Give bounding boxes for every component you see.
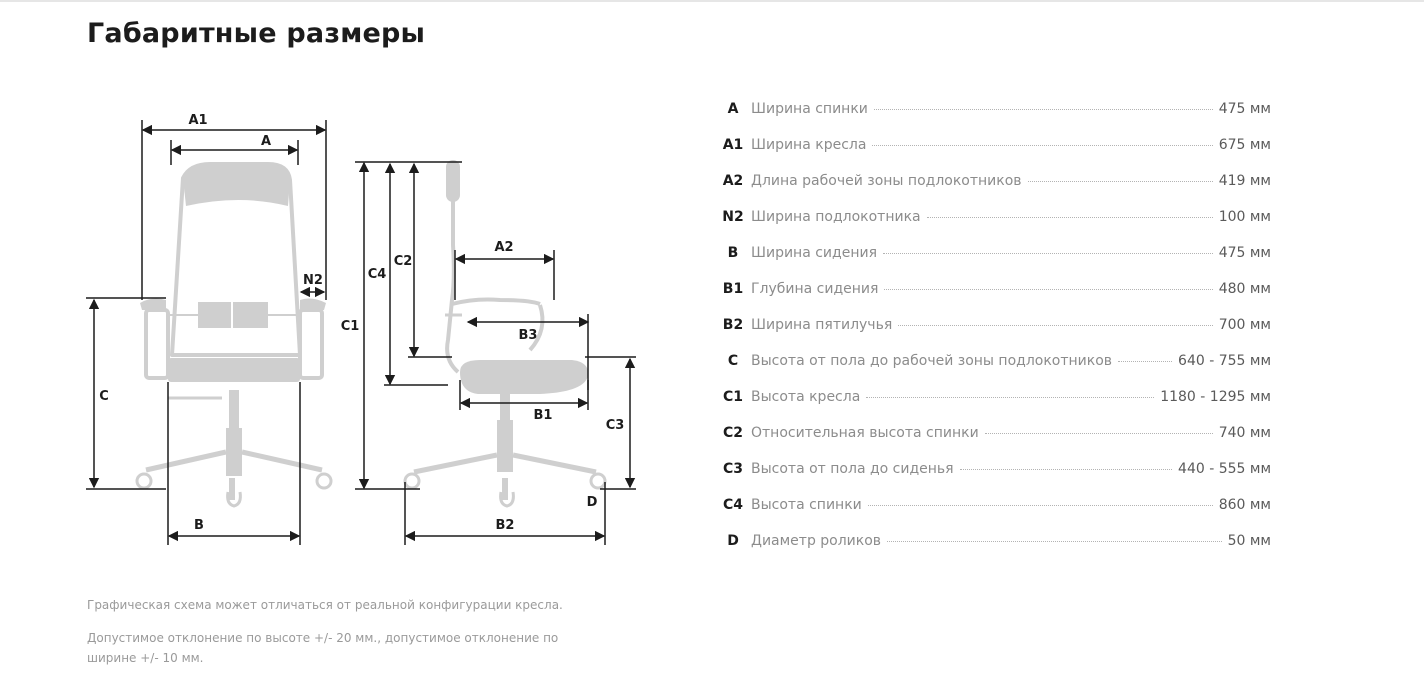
- spec-row-b1: B1 Глубина сидения 480 мм: [715, 281, 1271, 317]
- spec-row-c4: C4 Высота спинки 860 мм: [715, 497, 1271, 533]
- spec-row-n2: N2 Ширина подлокотника 100 мм: [715, 209, 1271, 245]
- spec-row-c: C Высота от пола до рабочей зоны подлоко…: [715, 353, 1271, 389]
- disclaimer-note: Графическая схема может отличаться от ре…: [87, 598, 563, 612]
- spec-code: D: [727, 533, 739, 549]
- spec-label: Ширина спинки: [751, 101, 868, 117]
- spec-value: 475 мм: [1218, 245, 1271, 261]
- spec-code: B: [727, 245, 739, 261]
- spec-code: B1: [722, 281, 744, 297]
- spec-value: 50 мм: [1227, 533, 1271, 549]
- tolerance-note: Допустимое отклонение по высоте +/- 20 м…: [87, 631, 559, 665]
- spec-label: Высота от пола до сиденья: [751, 461, 954, 477]
- spec-label: Высота от пола до рабочей зоны подлокотн…: [751, 353, 1113, 369]
- spec-code: C: [727, 353, 739, 369]
- spec-code: B2: [722, 317, 744, 333]
- spec-label: Диаметр роликов: [751, 533, 882, 549]
- dotted-leader: [883, 253, 1213, 254]
- dotted-leader: [1118, 361, 1173, 362]
- spec-code: C2: [722, 425, 743, 441]
- label-a: A: [261, 134, 271, 149]
- dotted-leader: [873, 109, 1213, 110]
- label-n2: N2: [303, 273, 323, 288]
- spec-value: 1180 - 1295 мм: [1160, 389, 1271, 405]
- spec-row-d: D Диаметр роликов 50 мм: [715, 533, 1271, 569]
- spec-value: 675 мм: [1218, 137, 1271, 153]
- spec-code: A: [727, 101, 739, 117]
- front-view-chair: [135, 162, 333, 508]
- spec-value: 440 - 555 мм: [1178, 461, 1271, 477]
- spec-value: 700 мм: [1218, 317, 1271, 333]
- spec-row-c3: C3 Высота от пола до сиденья 440 - 555 м…: [715, 461, 1271, 497]
- spec-row-a: A Ширина спинки 475 мм: [715, 101, 1271, 137]
- spec-value: 740 мм: [1218, 425, 1271, 441]
- label-b2: B2: [496, 518, 515, 533]
- dotted-leader: [984, 433, 1213, 434]
- dotted-leader: [872, 145, 1213, 146]
- label-c4: C4: [368, 267, 387, 282]
- top-border: [0, 0, 1424, 2]
- spec-code: C4: [722, 497, 743, 513]
- spec-value: 640 - 755 мм: [1178, 353, 1271, 369]
- side-view-chair: [403, 160, 607, 508]
- spec-label: Высота кресла: [751, 389, 861, 405]
- spec-value: 480 мм: [1218, 281, 1271, 297]
- dimensions-spec-list: A Ширина спинки 475 мм A1 Ширина кресла …: [715, 101, 1271, 569]
- spec-label: Ширина пятилучья: [751, 317, 893, 333]
- front-dimension-lines: [86, 120, 327, 545]
- dotted-leader: [866, 397, 1155, 398]
- spec-value: 100 мм: [1218, 209, 1271, 225]
- spec-code: N2: [722, 209, 744, 225]
- spec-label: Относительная высота спинки: [751, 425, 979, 441]
- spec-label: Ширина сидения: [751, 245, 877, 261]
- label-a1: A1: [188, 113, 207, 128]
- spec-label: Глубина сидения: [751, 281, 879, 297]
- label-d: D: [587, 495, 598, 510]
- spec-code: A2: [722, 173, 744, 189]
- label-c: C: [99, 389, 109, 404]
- spec-row-b2: B2 Ширина пятилучья 700 мм: [715, 317, 1271, 353]
- spec-label: Ширина подлокотника: [751, 209, 921, 225]
- spec-code: C1: [722, 389, 743, 405]
- label-b: B: [194, 518, 204, 533]
- label-c2: C2: [394, 254, 413, 269]
- spec-value: 475 мм: [1218, 101, 1271, 117]
- spec-row-b: B Ширина сидения 475 мм: [715, 245, 1271, 281]
- dotted-leader: [959, 469, 1173, 470]
- spec-code: A1: [722, 137, 744, 153]
- dotted-leader: [887, 541, 1222, 542]
- spec-value: 419 мм: [1218, 173, 1271, 189]
- spec-value: 860 мм: [1218, 497, 1271, 513]
- dotted-leader: [926, 217, 1213, 218]
- spec-label: Высота спинки: [751, 497, 862, 513]
- spec-row-c1: C1 Высота кресла 1180 - 1295 мм: [715, 389, 1271, 425]
- page-title: Габаритные размеры: [87, 18, 426, 49]
- chair-dimension-diagram: A1 A N2 C B C1 C4 C2 A2 B3 B1 C3 B2 D: [86, 113, 636, 545]
- dotted-leader: [884, 289, 1213, 290]
- label-c3: C3: [606, 418, 625, 433]
- label-a2: A2: [494, 240, 513, 255]
- side-dimension-lines: [355, 161, 636, 545]
- dotted-leader: [1027, 181, 1213, 182]
- label-b1: B1: [534, 408, 553, 423]
- spec-label: Ширина кресла: [751, 137, 867, 153]
- label-b3: B3: [519, 328, 538, 343]
- spec-row-a1: A1 Ширина кресла 675 мм: [715, 137, 1271, 173]
- dotted-leader: [867, 505, 1213, 506]
- label-c1: C1: [341, 319, 360, 334]
- spec-label: Длина рабочей зоны подлокотников: [751, 173, 1022, 189]
- spec-row-a2: A2 Длина рабочей зоны подлокотников 419 …: [715, 173, 1271, 209]
- spec-row-c2: C2 Относительная высота спинки 740 мм: [715, 425, 1271, 461]
- dotted-leader: [898, 325, 1213, 326]
- spec-code: C3: [722, 461, 743, 477]
